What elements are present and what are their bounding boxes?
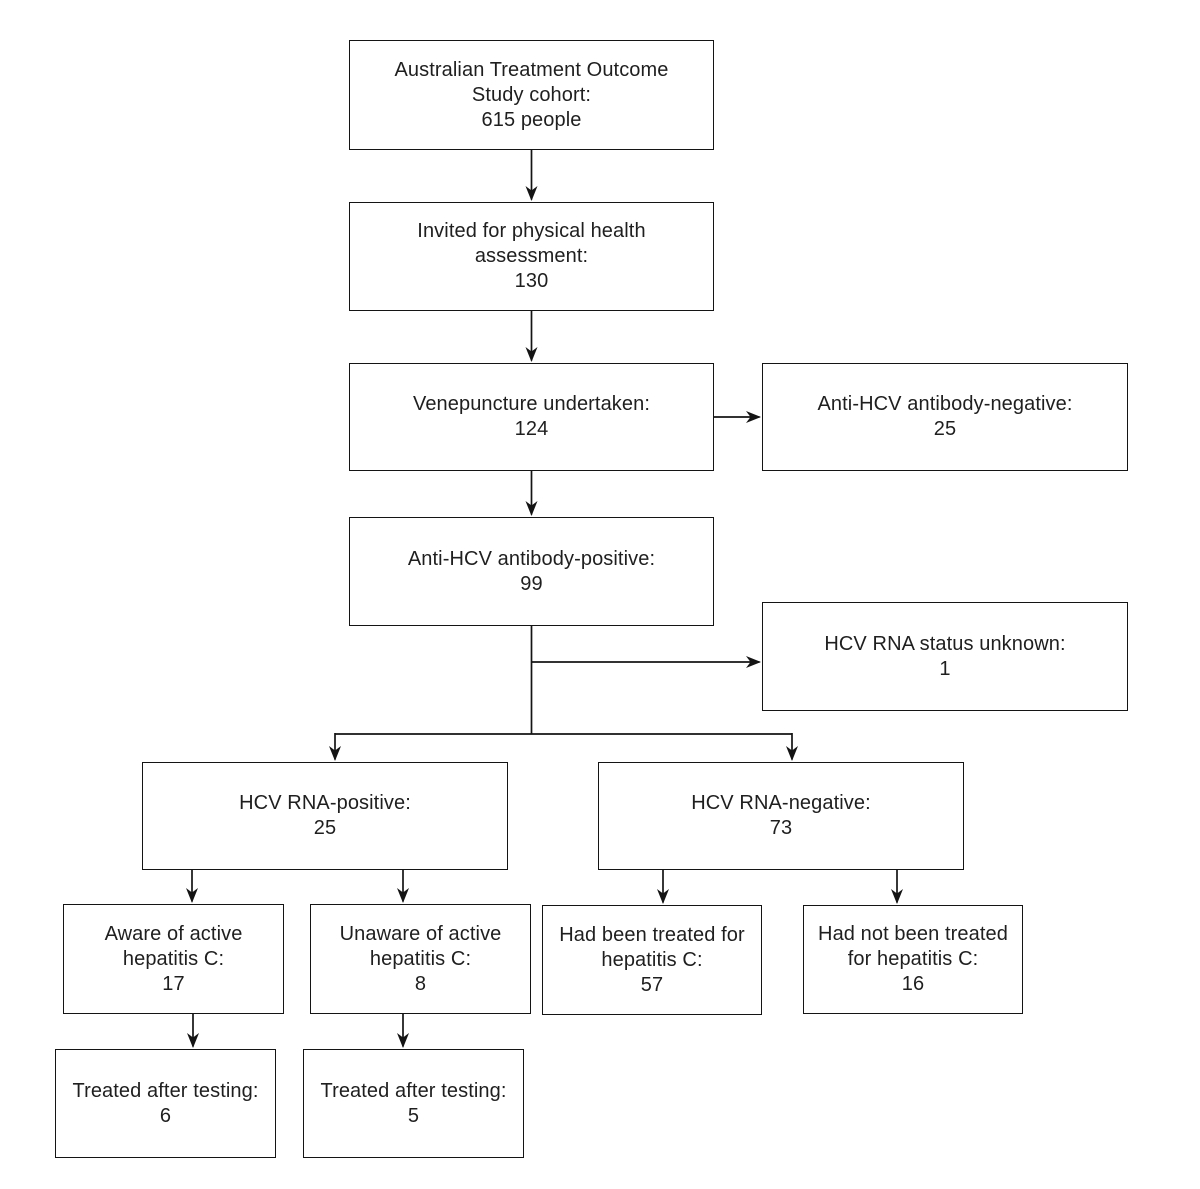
node-aware-value: 17 bbox=[162, 972, 185, 995]
node-cohort: Australian Treatment Outcome Study cohor… bbox=[349, 40, 714, 150]
node-rna-unknown: HCV RNA status unknown: 1 bbox=[762, 602, 1128, 711]
node-treated-after-unaware: Treated after testing: 5 bbox=[303, 1049, 524, 1158]
node-unaware-label: Unaware of active hepatitis C: bbox=[339, 922, 502, 970]
node-treated-after-aware-value: 6 bbox=[159, 1104, 172, 1127]
node-unaware-value: 8 bbox=[414, 972, 427, 995]
node-not-treated-before: Had not been treated for hepatitis C: 16 bbox=[803, 905, 1023, 1014]
node-rna-unknown-value: 1 bbox=[939, 657, 951, 680]
node-invited-label: Invited for physical health assessment: bbox=[417, 220, 646, 267]
node-antibody-positive: Anti-HCV antibody-positive: 99 bbox=[349, 517, 714, 626]
node-cohort-label: Australian Treatment Outcome Study cohor… bbox=[394, 58, 669, 106]
node-aware-label: Aware of active hepatitis C: bbox=[104, 922, 243, 970]
node-rna-negative-value: 73 bbox=[769, 817, 793, 839]
node-unaware: Unaware of active hepatitis C: 8 bbox=[310, 904, 531, 1014]
node-rna-unknown-label: HCV RNA status unknown: bbox=[824, 632, 1066, 655]
node-rna-positive: HCV RNA-positive: 25 bbox=[142, 762, 508, 870]
node-rna-positive-label: HCV RNA-positive: bbox=[239, 792, 411, 814]
node-treated-before-value: 57 bbox=[640, 973, 664, 996]
node-treated-after-aware: Treated after testing: 6 bbox=[55, 1049, 276, 1158]
node-treated-after-unaware-label: Treated after testing: bbox=[320, 1079, 507, 1102]
node-cohort-value: 615 people bbox=[481, 108, 582, 131]
node-antibody-negative: Anti-HCV antibody-negative: 25 bbox=[762, 363, 1128, 471]
node-venepuncture-value: 124 bbox=[514, 418, 549, 440]
node-venepuncture: Venepuncture undertaken: 124 bbox=[349, 363, 714, 471]
node-rna-negative: HCV RNA-negative: 73 bbox=[598, 762, 964, 870]
edge-antibody-positive-stem bbox=[335, 626, 792, 735]
node-not-treated-before-label: Had not been treated for hepatitis C: bbox=[818, 923, 1008, 970]
node-invited-value: 130 bbox=[514, 270, 549, 292]
node-rna-negative-label: HCV RNA-negative: bbox=[691, 792, 871, 814]
node-venepuncture-label: Venepuncture undertaken: bbox=[412, 393, 651, 415]
node-invited: Invited for physical health assessment: … bbox=[349, 202, 714, 311]
node-antibody-negative-label: Anti-HCV antibody-negative: bbox=[817, 393, 1073, 415]
node-antibody-negative-value: 25 bbox=[933, 418, 957, 440]
node-treated-before-label: Had been treated for hepatitis C: bbox=[559, 923, 745, 971]
node-treated-after-unaware-value: 5 bbox=[407, 1104, 420, 1127]
node-antibody-positive-label: Anti-HCV antibody-positive: bbox=[407, 547, 656, 570]
node-treated-after-aware-label: Treated after testing: bbox=[72, 1079, 259, 1102]
node-not-treated-before-value: 16 bbox=[901, 973, 925, 995]
node-antibody-positive-value: 99 bbox=[520, 572, 543, 595]
node-treated-before: Had been treated for hepatitis C: 57 bbox=[542, 905, 762, 1015]
node-aware: Aware of active hepatitis C: 17 bbox=[63, 904, 284, 1014]
node-rna-positive-value: 25 bbox=[313, 817, 337, 839]
